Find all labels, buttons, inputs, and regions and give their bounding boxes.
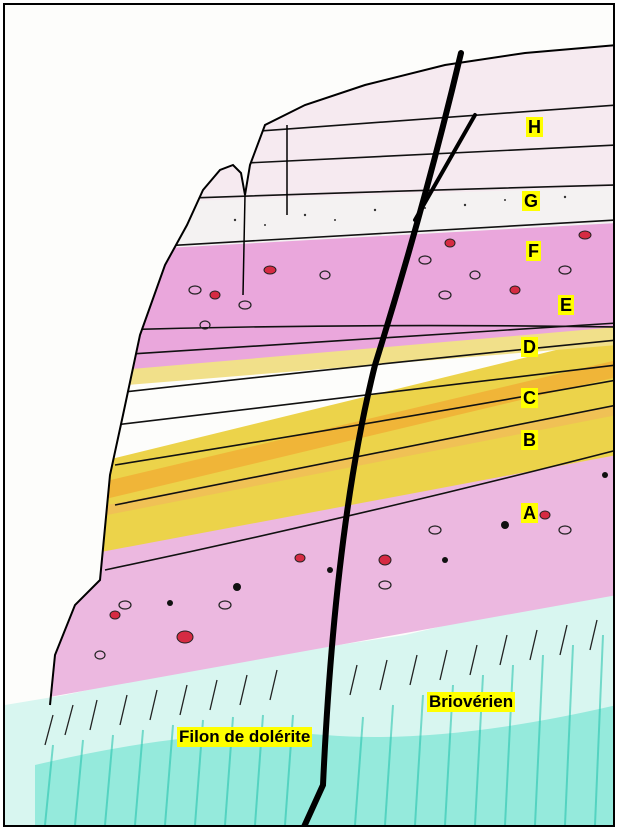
layer-label-a: A <box>521 503 538 523</box>
layer-label-h: H <box>526 117 543 137</box>
briovérien-label: Briovérien <box>427 692 515 712</box>
layer-label-c: C <box>521 388 538 408</box>
layer-label-e: E <box>558 295 574 315</box>
dyke-label: Filon de dolérite <box>177 727 312 747</box>
layer-label-g: G <box>522 191 540 211</box>
layer-label-d: D <box>521 337 538 357</box>
layer-label-b: B <box>521 430 538 450</box>
geological-cross-section <box>5 5 615 827</box>
cross-section-frame: H G F E D C B A Briovérien Filon de dolé… <box>3 3 615 827</box>
layer-label-f: F <box>526 241 541 261</box>
